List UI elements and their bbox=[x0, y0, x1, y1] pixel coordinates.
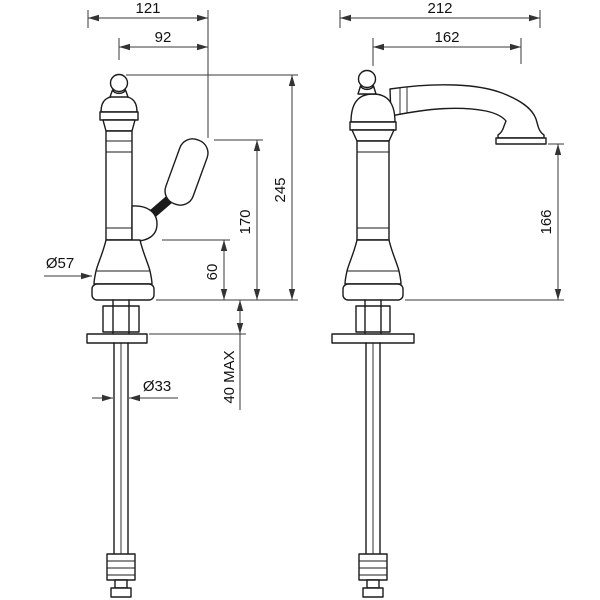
dim-side-overall-height: 245 bbox=[126, 74, 298, 301]
finial-knob bbox=[109, 73, 129, 98]
supply-tube bbox=[106, 342, 136, 598]
dim-side-handle-height: 170 bbox=[214, 139, 263, 300]
spout bbox=[389, 84, 547, 145]
faucet-cap-dome bbox=[99, 95, 139, 121]
dim-base-diameter: Ø57 bbox=[44, 255, 92, 280]
dim-label-162: 162 bbox=[434, 29, 459, 46]
dim-deck-thickness: 40 MAX bbox=[149, 300, 246, 410]
front-base-bell bbox=[342, 239, 404, 301]
dim-front-overall-width: 212 bbox=[339, 0, 541, 28]
dim-label-121: 121 bbox=[135, 0, 160, 17]
front-view-faucet bbox=[331, 69, 547, 598]
handle-grip bbox=[164, 138, 209, 206]
dim-side-overall-width: 121 bbox=[87, 0, 209, 138]
faucet-body-column bbox=[102, 119, 136, 241]
dim-front-spout-height: 166 bbox=[405, 143, 564, 301]
dim-label-60: 60 bbox=[204, 264, 221, 281]
front-hose-connector bbox=[358, 553, 388, 581]
hose-end-nut bbox=[110, 587, 132, 598]
front-body-column bbox=[351, 129, 395, 241]
hose-connector bbox=[106, 553, 136, 581]
mounting-nut bbox=[102, 305, 140, 333]
side-view-faucet bbox=[86, 73, 209, 598]
spout-outlet-rim bbox=[495, 137, 547, 145]
dim-label-170: 170 bbox=[237, 209, 254, 234]
front-hose-end-nut bbox=[362, 587, 384, 598]
dim-pipe-diameter: Ø33 bbox=[92, 378, 178, 402]
front-washer-plate bbox=[331, 333, 415, 344]
front-mounting-shank bbox=[331, 299, 415, 344]
washer-plate bbox=[86, 333, 148, 344]
dim-front-spout-reach: 162 bbox=[372, 29, 522, 66]
dim-label-dia57: Ø57 bbox=[46, 255, 74, 272]
front-mounting-nut bbox=[355, 305, 391, 333]
front-base-flange bbox=[342, 283, 404, 301]
faucet-handle bbox=[131, 138, 209, 242]
dim-label-dia33: Ø33 bbox=[143, 378, 171, 395]
dim-label-92: 92 bbox=[155, 29, 172, 46]
base-flange bbox=[91, 283, 155, 301]
dim-side-handle-width: 92 bbox=[118, 29, 208, 60]
dim-label-245: 245 bbox=[272, 177, 289, 202]
dim-side-base-height: 60 bbox=[162, 239, 230, 300]
dim-label-212: 212 bbox=[427, 0, 452, 17]
front-supply-tube bbox=[358, 342, 388, 598]
faucet-base-bell bbox=[91, 239, 155, 301]
mounting-shank bbox=[86, 299, 148, 344]
front-cap-dome bbox=[349, 93, 397, 131]
front-finial-knob bbox=[357, 69, 377, 95]
dim-label-166: 166 bbox=[538, 209, 555, 234]
dim-label-40max: 40 MAX bbox=[221, 350, 238, 403]
